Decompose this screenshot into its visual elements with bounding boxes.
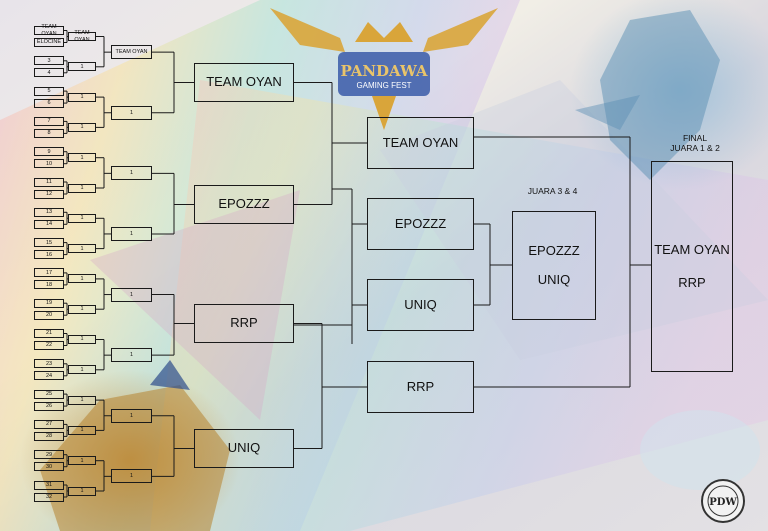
r32-slot-23: 23 <box>34 359 64 369</box>
r32-slot-4: 4 <box>34 68 64 78</box>
r32-slot-5: 5 <box>34 86 64 96</box>
r32-slot-7: 7 <box>34 116 64 126</box>
semifinal-slot-2: EPOZZZ <box>367 198 474 250</box>
r32-slot-29: 29 <box>34 450 64 460</box>
r32-slot-12: 12 <box>34 189 64 199</box>
final-label-line2: JUARA 1 & 2 <box>670 143 720 154</box>
quarterfinal-slot-4: UNIQ <box>194 429 294 468</box>
r32-slot-11: 11 <box>34 177 64 187</box>
r8-slot-2: 1 <box>111 105 152 120</box>
r32-slot-9: 9 <box>34 147 64 157</box>
r32-slot-20: 20 <box>34 310 64 320</box>
third-place-team-2: UNIQ <box>537 271 571 287</box>
r32-slot-22: 22 <box>34 341 64 350</box>
final-match: TEAM OYAN RRP <box>651 161 733 372</box>
final-label-line1: FINAL <box>682 133 708 143</box>
r16-slot-13: 1 <box>68 395 96 405</box>
r16-slot-2: 1 <box>68 62 96 72</box>
r32-slot-18: 18 <box>34 280 64 290</box>
r32-slot-3: 3 <box>34 56 64 66</box>
r8-slot-3: 1 <box>111 166 152 181</box>
r32-slot-24: 24 <box>34 371 64 381</box>
semifinal-slot-1: TEAM OYAN <box>367 117 474 169</box>
logo-subtitle: GAMING FEST <box>356 81 411 90</box>
r32-slot-16: 16 <box>34 250 64 260</box>
r32-slot-25: 25 <box>34 389 64 399</box>
r16-slot-15: 1 <box>68 456 96 466</box>
r16-slot-14: 1 <box>68 425 96 435</box>
quarterfinal-slot-1: TEAM OYAN <box>194 63 294 102</box>
r32-slot-27: 27 <box>34 419 64 429</box>
r16-slot-16: 1 <box>68 486 96 496</box>
r32-slot-26: 26 <box>34 401 64 411</box>
r32-slot-17: 17 <box>34 268 64 278</box>
r8-slot-6: 1 <box>111 348 152 363</box>
r16-slot-7: 1 <box>68 213 96 223</box>
third-place-match: EPOZZZ UNIQ <box>512 211 596 320</box>
r8-slot-4: 1 <box>111 226 152 241</box>
r16-slot-1: TEAM OYAN <box>68 30 96 43</box>
r16-slot-10: 1 <box>68 304 96 314</box>
r16-slot-4: 1 <box>68 122 96 132</box>
semifinal-slot-4: RRP <box>367 361 474 413</box>
r32-slot-14: 14 <box>34 219 64 229</box>
logo-title: PANDAWA <box>341 62 428 80</box>
r32-slot-8: 8 <box>34 128 64 138</box>
quarterfinal-slot-2: EPOZZZ <box>194 185 294 224</box>
third-place-team-1: EPOZZZ <box>528 243 580 259</box>
r32-slot-13: 13 <box>34 207 64 217</box>
r32-slot-1: TEAM OYAN <box>34 24 64 37</box>
r8-slot-7: 1 <box>111 408 152 423</box>
r8-slot-8: 1 <box>111 469 152 484</box>
r16-slot-9: 1 <box>68 274 96 284</box>
final-team-2: RRP <box>678 274 706 290</box>
r16-slot-8: 1 <box>68 244 96 254</box>
r32-slot-6: 6 <box>34 98 64 108</box>
r32-slot-15: 15 <box>34 238 64 248</box>
seal-text: PDW <box>709 497 737 508</box>
final-label: FINAL JUARA 1 & 2 <box>645 133 745 153</box>
final-team-1: TEAM OYAN <box>654 242 730 258</box>
r16-slot-12: 1 <box>68 365 96 375</box>
quarterfinal-slot-3: RRP <box>194 304 294 343</box>
r32-slot-10: 10 <box>34 159 64 169</box>
r8-slot-1: TEAM OYAN <box>111 45 152 60</box>
third-place-label: JUARA 3 & 4 <box>527 186 578 196</box>
semifinal-slot-3: UNIQ <box>367 279 474 331</box>
r16-slot-6: 1 <box>68 183 96 193</box>
r8-slot-5: 1 <box>111 287 152 302</box>
r32-slot-21: 21 <box>34 329 64 338</box>
r32-slot-32: 32 <box>34 492 64 502</box>
r32-slot-2: ELOCINE <box>34 38 64 47</box>
r16-slot-11: 1 <box>68 335 96 344</box>
r32-slot-28: 28 <box>34 431 64 441</box>
r16-slot-3: 1 <box>68 92 96 102</box>
r16-slot-5: 1 <box>68 153 96 163</box>
r32-slot-30: 30 <box>34 462 64 472</box>
r32-slot-31: 31 <box>34 480 64 490</box>
r32-slot-19: 19 <box>34 298 64 308</box>
